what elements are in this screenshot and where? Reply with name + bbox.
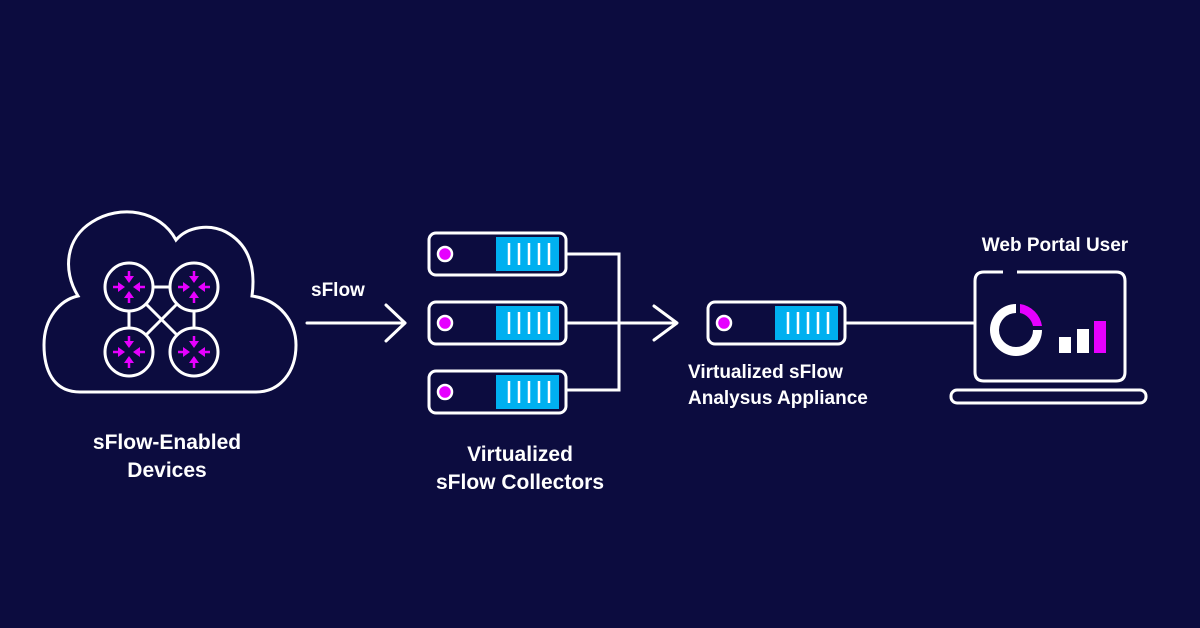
router-icon	[103, 261, 155, 313]
devices-label-line1: sFlow-Enabled	[92, 431, 242, 454]
sflow-arrow	[305, 303, 407, 343]
donut-chart-icon	[990, 304, 1042, 356]
status-led-icon	[715, 314, 733, 332]
appliance-label: Virtualized sFlow Analysus Appliance	[688, 360, 928, 412]
devices-label: sFlow-Enabled Devices	[60, 429, 274, 485]
status-led-icon	[436, 245, 454, 263]
appliance-server-icon	[706, 300, 847, 346]
router-icon	[168, 261, 220, 313]
laptop-base	[949, 388, 1148, 405]
router-icon	[103, 326, 155, 378]
status-led-icon	[436, 314, 454, 332]
sflow-edge-label: sFlow	[311, 280, 365, 301]
devices-label-line2: Devices	[127, 459, 207, 482]
router-icon	[168, 326, 220, 378]
collectors-label-line2: sFlow Collectors	[435, 471, 605, 494]
bar-chart-icon	[1059, 321, 1106, 353]
collector-server-icon	[427, 231, 568, 277]
laptop-icon	[949, 270, 1148, 405]
router-mesh-links	[127, 285, 196, 337]
collectors-label-line1: Virtualized	[467, 443, 573, 466]
cloud-icon	[42, 210, 298, 394]
collector-server-icon	[427, 300, 568, 346]
appliance-label-line2: Analysus Appliance	[688, 388, 868, 409]
web-portal-user-label: Web Portal User	[981, 235, 1129, 256]
appliance-label-line1: Virtualized sFlow	[688, 362, 843, 383]
collectors-label: Virtualized sFlow Collectors	[400, 441, 640, 497]
collector-bus-lines	[566, 252, 679, 392]
status-led-icon	[436, 383, 454, 401]
collector-server-icon	[427, 369, 568, 415]
